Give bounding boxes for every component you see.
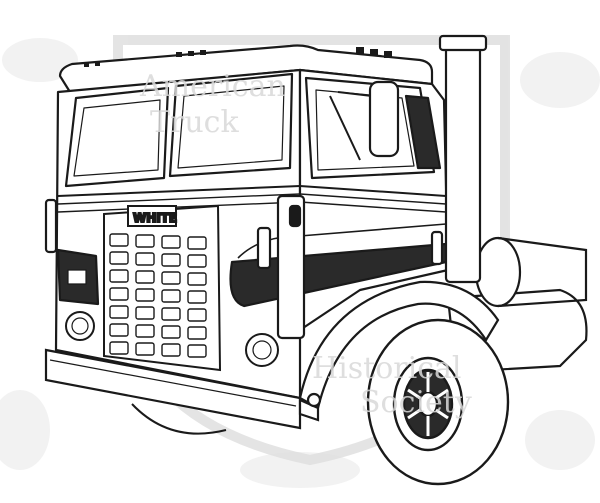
front-stripe-top <box>57 185 301 197</box>
front-fender <box>298 280 500 410</box>
grille-cell <box>109 305 129 319</box>
grille-cell <box>161 325 181 339</box>
paper-texture <box>0 38 600 488</box>
bumper <box>44 348 302 430</box>
grille-cell <box>161 307 181 321</box>
grille-cell <box>187 272 207 286</box>
grille-cell <box>109 287 129 301</box>
grille-cell <box>109 341 129 355</box>
side-stripe-top <box>299 185 447 197</box>
grille-cell <box>187 254 207 268</box>
watermark-text: American Truck Historical Society <box>139 69 472 420</box>
watermark-line-3: Historical <box>312 351 462 386</box>
grille-cell <box>109 269 129 283</box>
grille-cells <box>109 233 207 358</box>
grille-cell <box>135 234 155 248</box>
grille-cell <box>135 252 155 266</box>
door-handle <box>256 226 272 270</box>
grille-cell <box>161 343 181 357</box>
grille-cell <box>161 271 181 285</box>
grille-cell <box>135 270 155 284</box>
grille: WHITE <box>103 204 222 372</box>
grille-cell <box>161 253 181 267</box>
mirror-arm <box>329 91 373 161</box>
rear-tank <box>474 236 522 308</box>
grille-badge-box <box>127 205 177 227</box>
windshield-right <box>168 72 294 178</box>
roof <box>58 44 434 94</box>
grille-cell <box>161 235 181 249</box>
grille-cell <box>187 290 207 304</box>
headlights <box>65 311 279 367</box>
watermark-line-4: Society <box>360 385 472 420</box>
roof-marker-lights <box>84 47 392 67</box>
grille-cell <box>109 323 129 337</box>
grille-cell <box>135 288 155 302</box>
grille-cell <box>135 306 155 320</box>
front-wheel-hidden <box>131 403 227 435</box>
grab-bar <box>276 194 306 340</box>
grille-cell <box>187 326 207 340</box>
grille-badge: WHITE <box>133 211 177 225</box>
watermark-line-2: Truck <box>150 105 239 140</box>
chassis <box>298 34 588 422</box>
grille-cell <box>187 236 207 250</box>
grille-cell <box>187 344 207 358</box>
grille-cell <box>109 251 129 265</box>
quarter-window <box>404 94 442 170</box>
watermark-line-1: American <box>139 69 286 104</box>
grille-cell <box>135 342 155 356</box>
exhaust-stack <box>444 40 482 284</box>
front-wheel <box>366 318 510 486</box>
grille-cell <box>109 233 129 247</box>
side-mirror <box>368 80 400 158</box>
windshield-left <box>64 86 170 188</box>
grille-cell <box>187 308 207 322</box>
grille-cell <box>135 324 155 338</box>
grille-cell <box>161 289 181 303</box>
